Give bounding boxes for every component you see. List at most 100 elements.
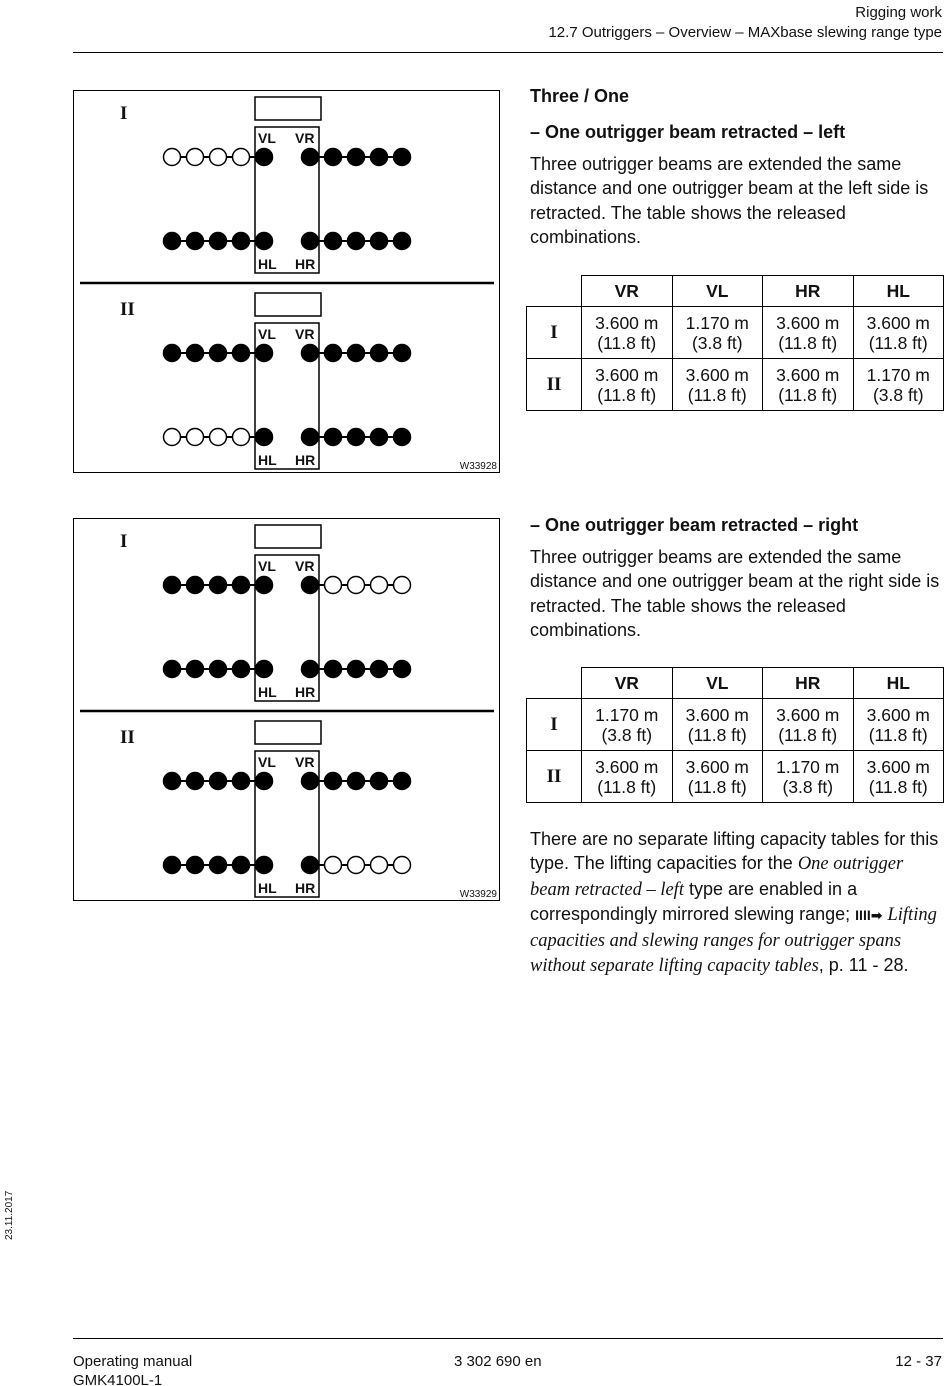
row-label: II	[526, 750, 582, 803]
extended-segment-marker	[208, 855, 228, 875]
extended-segment-marker	[254, 771, 274, 791]
table-cell: 1.170 m(3.8 ft)	[762, 750, 854, 803]
header-section: Rigging work	[855, 4, 942, 21]
extended-segment-marker	[254, 855, 274, 875]
retracted-segment-marker	[323, 855, 343, 875]
label-vl: VL	[258, 326, 276, 342]
table-cell: 3.600 m(11.8 ft)	[671, 750, 763, 803]
cab-outline	[254, 292, 322, 317]
label-hl: HL	[258, 880, 277, 896]
extended-segment-marker	[185, 231, 205, 251]
panel-label: I	[120, 531, 127, 552]
extended-segment-marker	[392, 231, 412, 251]
extended-segment-marker	[346, 343, 366, 363]
extended-segment-marker	[231, 855, 251, 875]
column-header: HL	[852, 275, 944, 307]
cab-outline	[254, 96, 322, 121]
extended-segment-marker	[162, 575, 182, 595]
table-cell: 3.600 m(11.8 ft)	[762, 358, 854, 411]
extended-segment-marker	[323, 147, 343, 167]
extended-segment-marker	[300, 231, 320, 251]
extended-segment-marker	[323, 231, 343, 251]
column-header: HR	[762, 667, 854, 699]
side-date: 23.11.2017	[4, 1190, 15, 1240]
table-row: II 3.600 m(11.8 ft) 3.600 m(11.8 ft) 1.1…	[526, 750, 944, 803]
extended-segment-marker	[323, 771, 343, 791]
retracted-segment-marker	[231, 427, 251, 447]
retracted-segment-marker	[392, 575, 412, 595]
extended-segment-marker	[162, 343, 182, 363]
footer-doc-number: 3 302 690 en	[454, 1353, 542, 1370]
cab-outline	[254, 720, 322, 745]
extended-segment-marker	[300, 771, 320, 791]
label-hr: HR	[295, 256, 315, 272]
extended-segment-marker	[323, 343, 343, 363]
extended-segment-marker	[231, 231, 251, 251]
extended-segment-marker	[346, 771, 366, 791]
panel-label: II	[120, 299, 135, 320]
table-cell: 3.600 m(11.8 ft)	[581, 306, 673, 359]
extended-segment-marker	[392, 771, 412, 791]
extended-segment-marker	[254, 427, 274, 447]
extended-segment-marker	[208, 343, 228, 363]
section-title: Three / One	[530, 86, 630, 106]
footer-page-number: 12 - 37	[895, 1353, 942, 1370]
panel-label: I	[120, 103, 127, 124]
extended-segment-marker	[323, 427, 343, 447]
extended-segment-marker	[346, 659, 366, 679]
column-header: VL	[671, 275, 763, 307]
extended-segment-marker	[231, 575, 251, 595]
table-cell: 1.170 m(3.8 ft)	[852, 358, 944, 411]
extended-segment-marker	[300, 855, 320, 875]
extended-segment-marker	[162, 231, 182, 251]
column-header: HR	[762, 275, 854, 307]
retracted-segment-marker	[369, 575, 389, 595]
extended-segment-marker	[208, 659, 228, 679]
label-hl: HL	[258, 452, 277, 468]
table-cell: 3.600 m(11.8 ft)	[671, 698, 763, 751]
row-label: II	[526, 358, 582, 411]
column-header: VL	[671, 667, 763, 699]
cross-reference-link[interactable]: Lifting capacities and slewing ranges fo…	[530, 905, 937, 977]
extended-segment-marker	[185, 771, 205, 791]
closing-section: There are no separate lifting capacity t…	[530, 827, 944, 978]
column-header: HL	[852, 667, 944, 699]
table-cell: 3.600 m(11.8 ft)	[671, 358, 763, 411]
extended-segment-marker	[162, 659, 182, 679]
table-cell: 3.600 m(11.8 ft)	[852, 750, 944, 803]
table-cell: 3.600 m(11.8 ft)	[762, 698, 854, 751]
footer-rule	[73, 1338, 943, 1339]
retracted-segment-marker	[185, 427, 205, 447]
extended-segment-marker	[392, 343, 412, 363]
subsection-title-left: – One outrigger beam retracted – left	[530, 122, 846, 142]
table-header-row: VR VL HR HL	[526, 275, 944, 307]
label-vr: VR	[295, 130, 314, 146]
column-header: VR	[581, 667, 673, 699]
footer-manual: Operating manual	[73, 1353, 193, 1370]
table-cell: 3.600 m(11.8 ft)	[852, 698, 944, 751]
retracted-segment-marker	[208, 427, 228, 447]
extended-segment-marker	[254, 231, 274, 251]
closing-paragraph: There are no separate lifting capacity t…	[530, 829, 939, 977]
extended-segment-marker	[185, 343, 205, 363]
extended-segment-marker	[162, 771, 182, 791]
extended-segment-marker	[208, 771, 228, 791]
retracted-segment-marker	[162, 427, 182, 447]
description-right: Three outrigger beams are extended the s…	[530, 547, 940, 641]
extended-segment-marker	[369, 147, 389, 167]
extended-segment-marker	[369, 771, 389, 791]
retracted-segment-marker	[162, 147, 182, 167]
retracted-segment-marker	[392, 855, 412, 875]
table-cell: 3.600 m(11.8 ft)	[852, 306, 944, 359]
section-three-one: Three / One – One outrigger beam retract…	[530, 84, 944, 250]
table-cell: 3.600 m(11.8 ft)	[762, 306, 854, 359]
extended-segment-marker	[346, 147, 366, 167]
extended-segment-marker	[392, 659, 412, 679]
label-vr: VR	[295, 326, 314, 342]
extended-segment-marker	[346, 427, 366, 447]
combination-table-left: VR VL HR HL I 3.600 m(11.8 ft) 1.170 m(3…	[526, 275, 944, 411]
extended-segment-marker	[392, 427, 412, 447]
